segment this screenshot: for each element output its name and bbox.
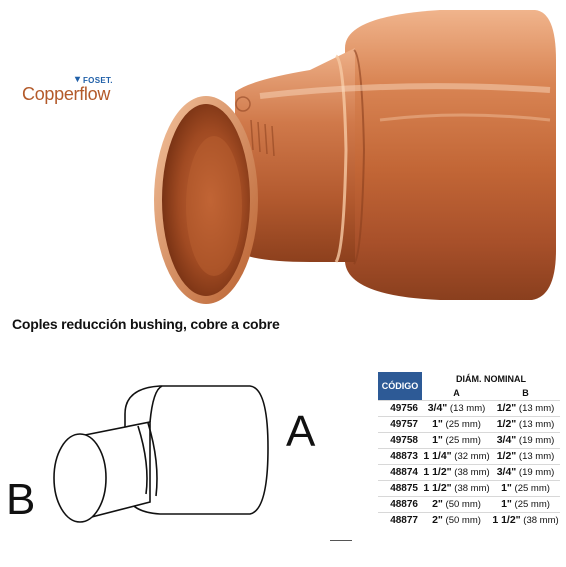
row-diameter-a: 3/4" (13 mm) [422, 400, 491, 417]
row-a-mm: (50 mm) [445, 499, 481, 510]
row-code: 48873 [378, 448, 422, 465]
row-a-mm: (50 mm) [445, 515, 481, 526]
header-col-b: B [522, 388, 529, 398]
row-code: 48877 [378, 512, 422, 528]
row-diameter-a: 2" (50 mm) [422, 512, 491, 528]
row-b-mm: (19 mm) [518, 435, 555, 446]
row-a-inch: 1" [432, 418, 443, 430]
foset-mark-icon [74, 76, 81, 85]
row-b-inch: 1/2" [496, 418, 517, 430]
row-code: 48875 [378, 480, 422, 497]
row-a-inch: 1 1/4" [423, 450, 452, 462]
product-caption: Coples reducción bushing, cobre a cobre [12, 316, 280, 332]
row-diameter-b: 1/2" (13 mm) [491, 400, 560, 417]
header-nominal-diameter: DIÁM. NOMINAL [456, 374, 526, 384]
header-col-a: A [453, 388, 460, 398]
row-b-mm: (19 mm) [518, 467, 555, 478]
row-b-inch: 3/4" [496, 434, 517, 446]
row-diameter-a: 1 1/2" (38 mm) [422, 464, 491, 481]
row-diameter-a: 1" (25 mm) [422, 432, 491, 449]
brand-parent: FOSET. [74, 76, 113, 85]
diagram-label-a: A [286, 407, 316, 456]
row-b-inch: 1/2" [496, 402, 517, 414]
row-diameter-a: 1 1/4" (32 mm) [422, 448, 491, 465]
row-a-mm: (25 mm) [445, 435, 481, 446]
row-diameter-b: 3/4" (19 mm) [491, 464, 560, 481]
row-b-mm: (25 mm) [514, 499, 550, 510]
brand-logo: FOSET. Copperflow [22, 76, 132, 108]
row-a-mm: (13 mm) [449, 403, 486, 414]
row-b-inch: 1" [501, 482, 512, 494]
row-b-mm: (38 mm) [523, 515, 559, 526]
row-code: 48874 [378, 464, 422, 481]
row-a-mm: (38 mm) [454, 483, 490, 494]
row-diameter-a: 1 1/2" (38 mm) [422, 480, 491, 497]
row-a-inch: 1 1/2" [423, 466, 452, 478]
divider [330, 540, 352, 541]
row-a-inch: 1" [432, 434, 443, 446]
row-code: 49756 [378, 400, 422, 417]
row-b-mm: (13 mm) [518, 403, 555, 414]
row-b-inch: 1/2" [496, 450, 517, 462]
header-code: CÓDIGO [378, 372, 422, 401]
row-diameter-b: 3/4" (19 mm) [491, 432, 560, 449]
row-a-inch: 2" [432, 514, 443, 526]
row-code: 49758 [378, 432, 422, 449]
brand-name: Copperflow [22, 84, 111, 104]
row-a-inch: 1 1/2" [423, 482, 452, 494]
row-b-inch: 3/4" [496, 466, 517, 478]
row-b-inch: 1 1/2" [492, 514, 521, 526]
row-diameter-b: 1/2" (13 mm) [491, 448, 560, 465]
row-a-mm: (25 mm) [445, 419, 481, 430]
product-photo [154, 10, 556, 304]
row-a-mm: (32 mm) [454, 451, 490, 462]
row-diameter-b: 1" (25 mm) [491, 496, 560, 513]
row-diameter-a: 1" (25 mm) [422, 416, 491, 433]
diagram-label-b: B [6, 475, 36, 524]
row-a-mm: (38 mm) [454, 467, 490, 478]
row-a-inch: 2" [432, 498, 443, 510]
row-b-inch: 1" [501, 498, 512, 510]
row-diameter-a: 2" (50 mm) [422, 496, 491, 513]
row-diameter-b: 1/2" (13 mm) [491, 416, 560, 433]
row-b-mm: (25 mm) [514, 483, 550, 494]
row-code: 48876 [378, 496, 422, 513]
row-code: 49757 [378, 416, 422, 433]
coupling-diagram [53, 385, 269, 523]
row-diameter-b: 1" (25 mm) [491, 480, 560, 497]
row-a-inch: 3/4" [427, 402, 448, 414]
row-b-mm: (13 mm) [518, 451, 555, 462]
row-b-mm: (13 mm) [518, 419, 555, 430]
row-diameter-b: 1 1/2" (38 mm) [491, 512, 560, 528]
